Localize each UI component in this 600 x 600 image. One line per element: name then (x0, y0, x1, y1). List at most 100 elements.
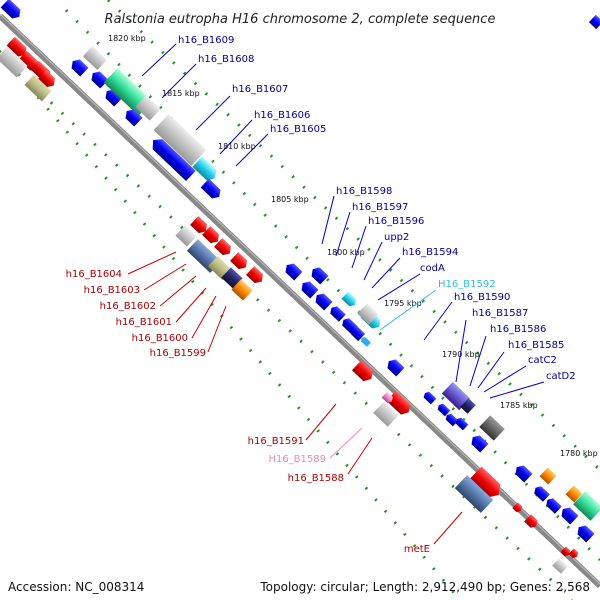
gene-feature (423, 391, 437, 405)
leader-line (477, 351, 505, 389)
gene-feature (246, 266, 264, 284)
gene-label: h16_B1606 (254, 110, 310, 121)
gene-feature (386, 390, 411, 415)
kbp-tick-label: 1815 kbp (162, 89, 200, 98)
gene-feature (568, 548, 579, 559)
gene-feature (18, 50, 39, 71)
kbp-tick-label: 1785 kbp (500, 401, 538, 410)
gene-label: h16_B1602 (100, 301, 156, 312)
gene-label: catC2 (528, 355, 557, 366)
genome-backbone (0, 13, 600, 589)
gene-label: h16_B1597 (352, 202, 408, 213)
leader-line (423, 301, 453, 341)
gene-label: h16_B1607 (232, 84, 288, 95)
leader-line (489, 381, 545, 399)
gene-label: h16_B1601 (116, 317, 172, 328)
gene-feature (202, 226, 220, 244)
gene-label: h16_B1588 (288, 473, 344, 484)
gene-feature (82, 46, 108, 70)
gene-feature (546, 498, 562, 514)
gene-feature (588, 14, 600, 30)
gene-label: h16_B1604 (66, 269, 122, 280)
gene-label: codA (420, 263, 445, 274)
gene-label: h16_B1596 (368, 216, 424, 227)
gene-feature (311, 267, 329, 285)
gene-feature (341, 291, 357, 307)
gene-feature (6, 36, 27, 57)
gene-feature (387, 359, 405, 377)
gene-label: upp2 (384, 232, 409, 243)
kbp-tick-label: 1780 kbp (560, 449, 598, 458)
leader-line (335, 211, 351, 257)
gene-label: h16_B1590 (454, 292, 510, 303)
gene-feature (524, 514, 538, 528)
leader-line (219, 119, 253, 155)
gene-feature (441, 381, 471, 411)
gene-feature (0, 46, 28, 78)
leader-line (321, 195, 335, 245)
kbp-tick-label: 1800 kbp (327, 248, 365, 257)
gene-label: h16_B1600 (132, 333, 188, 344)
gene-features (0, 0, 600, 574)
leader-line (195, 95, 231, 131)
gene-label: h16_B1585 (508, 340, 564, 351)
gene-feature (221, 267, 243, 289)
leader-line (351, 225, 367, 269)
gene-feature (175, 225, 197, 247)
gene-feature (24, 74, 52, 102)
accession-text: Accession: NC_008314 (8, 580, 145, 594)
gene-feature (565, 485, 583, 503)
gene-feature (0, 0, 21, 19)
gene-feature (71, 59, 89, 77)
gene-feature (231, 279, 253, 301)
gene-feature (479, 415, 505, 441)
gene-feature (512, 502, 523, 513)
kbp-tick-label: 1810 kbp (218, 142, 256, 151)
gene-feature (357, 303, 379, 325)
gene-feature (552, 558, 568, 574)
map-title: Ralstonia eutropha H16 chromosome 2, com… (105, 12, 496, 27)
gene-label: h16_B1587 (472, 308, 528, 319)
gene-feature (192, 156, 217, 181)
gene-feature (135, 95, 161, 121)
leader-line (191, 295, 217, 339)
gene-feature (455, 417, 469, 431)
gene-feature (373, 401, 399, 427)
gene-labels-bottom: h16_B1604 h16_B1603 h16_B1602 h16_B1601 … (66, 269, 430, 555)
leader-line (175, 287, 207, 323)
leader-lines (127, 43, 545, 545)
leader-line (141, 43, 177, 77)
gene-label: catD2 (546, 371, 576, 382)
leader-line (159, 275, 197, 307)
gene-feature (515, 465, 533, 483)
leader-line (347, 437, 373, 475)
gene-feature (214, 238, 232, 256)
leader-line (127, 251, 177, 275)
gene-label: h16_B1599 (150, 348, 206, 359)
kbp-ticks: 1820 kbp 1815 kbp 1810 kbp 1805 kbp 1800… (108, 34, 598, 458)
gene-feature (315, 293, 333, 311)
gene-feature (573, 491, 600, 521)
gene-feature (351, 360, 374, 382)
gene-feature (534, 486, 550, 502)
leader-line (483, 365, 527, 393)
gene-labels-top: h16_B1609 h16_B1608 h16_B1607 h16_B1606 … (178, 35, 576, 382)
gene-label: metE (404, 544, 430, 555)
leader-line (469, 335, 487, 387)
genome-backbone-highlight (0, 13, 600, 585)
gene-feature (577, 525, 595, 543)
leader-line (329, 427, 363, 459)
kbp-tick-label: 1805 kbp (271, 195, 309, 204)
leader-line (143, 263, 187, 291)
gene-feature (471, 435, 489, 453)
leader-line (161, 63, 197, 99)
gene-label: h16_B1608 (198, 54, 254, 65)
gene-feature (361, 337, 371, 347)
gene-feature (91, 71, 109, 89)
gene-feature (561, 507, 579, 525)
gene-label: h16_B1603 (84, 285, 140, 296)
kbp-tick-label: 1795 kbp (384, 299, 422, 308)
gene-feature (200, 178, 221, 199)
leader-line (235, 133, 269, 167)
